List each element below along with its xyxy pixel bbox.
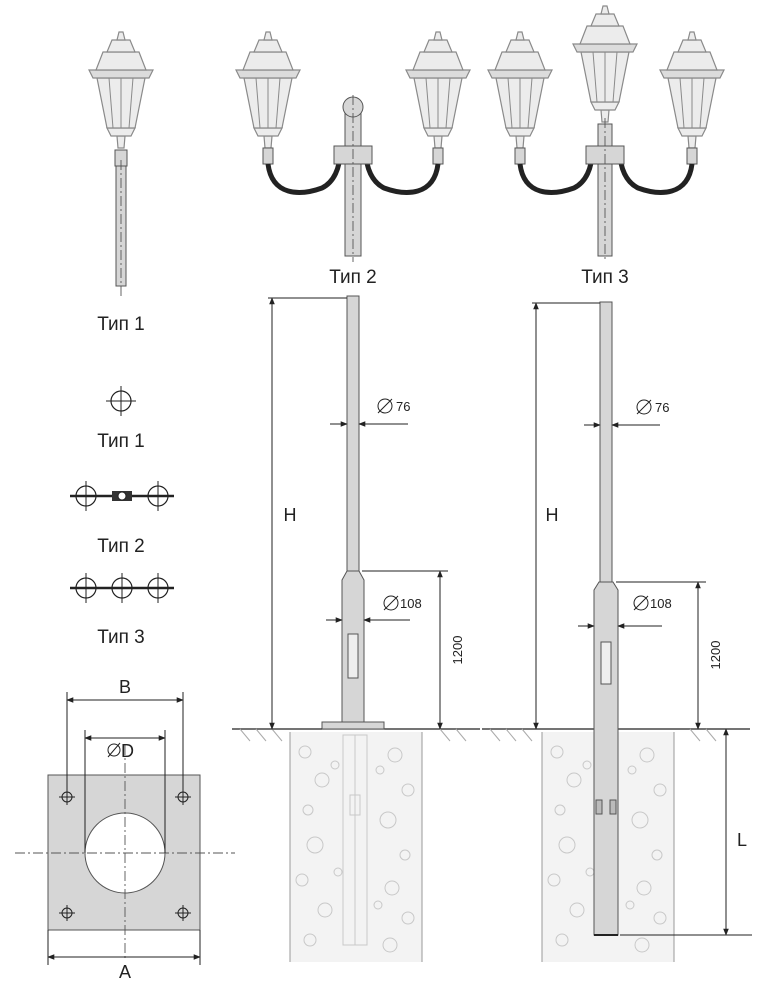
type2-plan-symbol xyxy=(70,480,174,512)
type2-label: Тип 2 xyxy=(329,267,377,288)
embedded-pole-elevation xyxy=(482,301,752,962)
flange-pole-elevation xyxy=(232,295,480,962)
type1-lamp xyxy=(88,31,154,296)
plate-d-label: D xyxy=(121,741,134,761)
base-height-1200-label-right: 1200 xyxy=(708,641,723,670)
base-height-1200-label-left: 1200 xyxy=(450,636,465,665)
diameter-108-label-left: 108 xyxy=(400,596,422,611)
plate-a-label: A xyxy=(119,962,131,982)
type1-label: Тип 1 xyxy=(97,314,145,335)
diameter-76-label-left: 76 xyxy=(396,399,410,414)
embed-depth-l-label: L xyxy=(737,830,747,850)
type3-plan-symbol xyxy=(70,572,174,604)
type1-plan-label: Тип 1 xyxy=(97,431,145,452)
type2-lamp xyxy=(235,31,471,262)
type3-plan-label: Тип 3 xyxy=(97,627,145,648)
diameter-76-label-right: 76 xyxy=(655,400,669,415)
height-h-label-left: H xyxy=(284,505,297,525)
type3-label: Тип 3 xyxy=(581,267,629,288)
plate-b-label: B xyxy=(119,677,131,697)
base-plate-drawing xyxy=(15,692,235,965)
height-h-label-right: H xyxy=(546,505,559,525)
type1-plan-symbol xyxy=(105,385,137,417)
type2-plan-label: Тип 2 xyxy=(97,536,145,557)
diameter-108-label-right: 108 xyxy=(650,596,672,611)
type3-lamp xyxy=(487,5,725,262)
